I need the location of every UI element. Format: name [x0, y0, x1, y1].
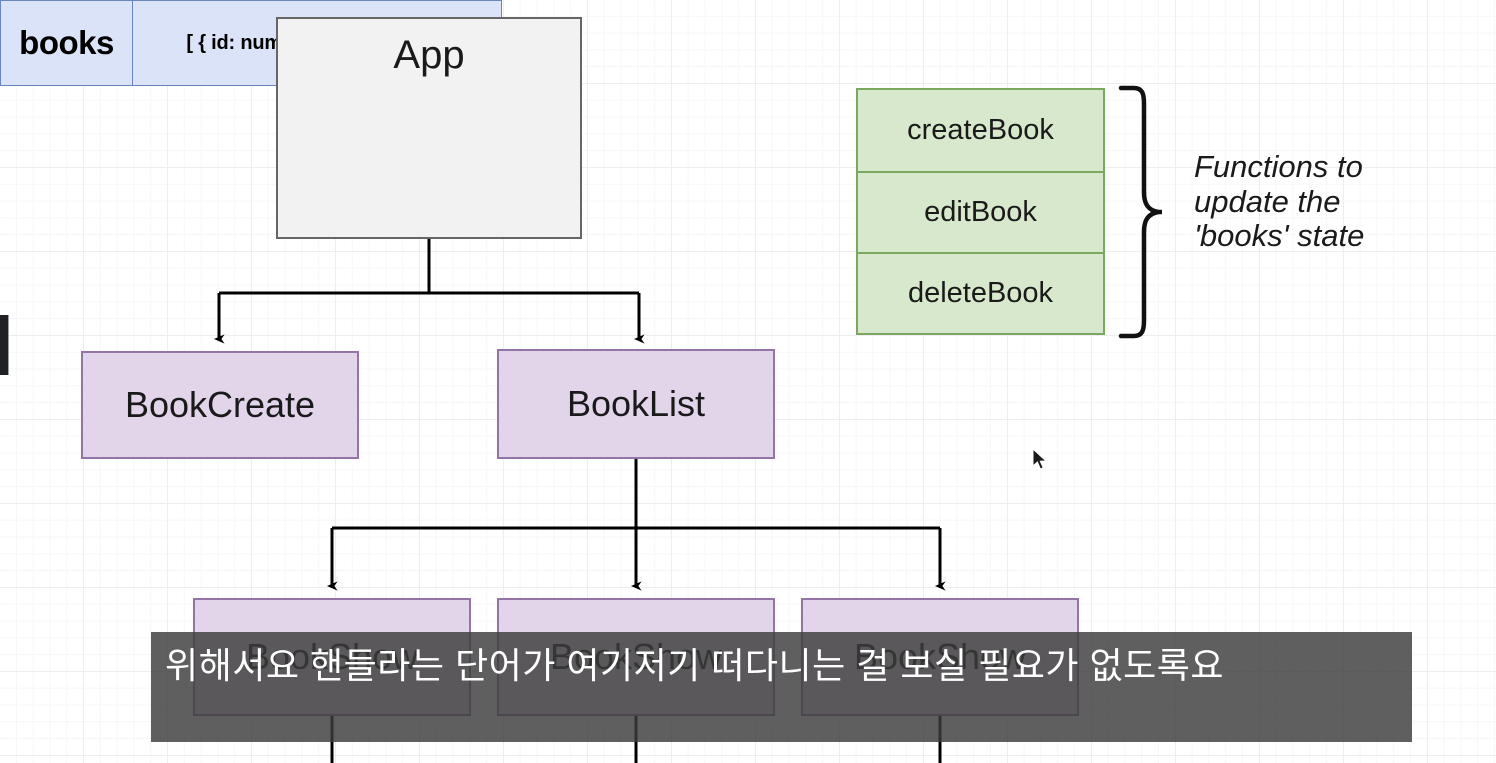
node-booklist[interactable]: BookList: [497, 349, 775, 459]
function-group[interactable]: createBook editBook deleteBook: [856, 88, 1105, 335]
connector-booklist-to-bookshows: [327, 459, 946, 591]
function-item-label: createBook: [907, 113, 1054, 146]
function-item-deletebook[interactable]: deleteBook: [858, 251, 1103, 333]
functions-annotation: Functions to update the 'books' state: [1194, 149, 1424, 254]
function-item-label: editBook: [924, 195, 1037, 228]
functions-annotation-line-2: update the: [1194, 183, 1341, 219]
subtitle-overlay: 위해서요 핸들라는 단어가 여기저기 떠다니는 걸 보실 필요가 없도록요: [151, 632, 1412, 742]
function-item-editbook[interactable]: editBook: [858, 170, 1103, 252]
left-edge-panel-sliver: [0, 315, 9, 375]
functions-annotation-line-1: Functions to: [1194, 149, 1363, 184]
node-bookcreate[interactable]: BookCreate: [81, 351, 359, 459]
node-app-label: App: [393, 33, 465, 77]
node-app[interactable]: App: [276, 17, 582, 239]
connector-app-to-children: [214, 239, 645, 344]
right-curly-brace-icon: [1118, 85, 1162, 339]
books-state-key: books: [1, 1, 133, 85]
node-bookcreate-label: BookCreate: [124, 384, 316, 425]
mouse-pointer-icon: [1032, 448, 1048, 470]
subtitle-text: 위해서요 핸들라는 단어가 여기저기 떠다니는 걸 보실 필요가 없도록요: [165, 645, 1224, 686]
function-item-label: deleteBook: [907, 276, 1054, 309]
node-booklist-label: BookList: [566, 383, 706, 424]
function-item-createbook[interactable]: createBook: [858, 90, 1103, 171]
functions-annotation-line-3: 'books' state: [1194, 218, 1365, 254]
